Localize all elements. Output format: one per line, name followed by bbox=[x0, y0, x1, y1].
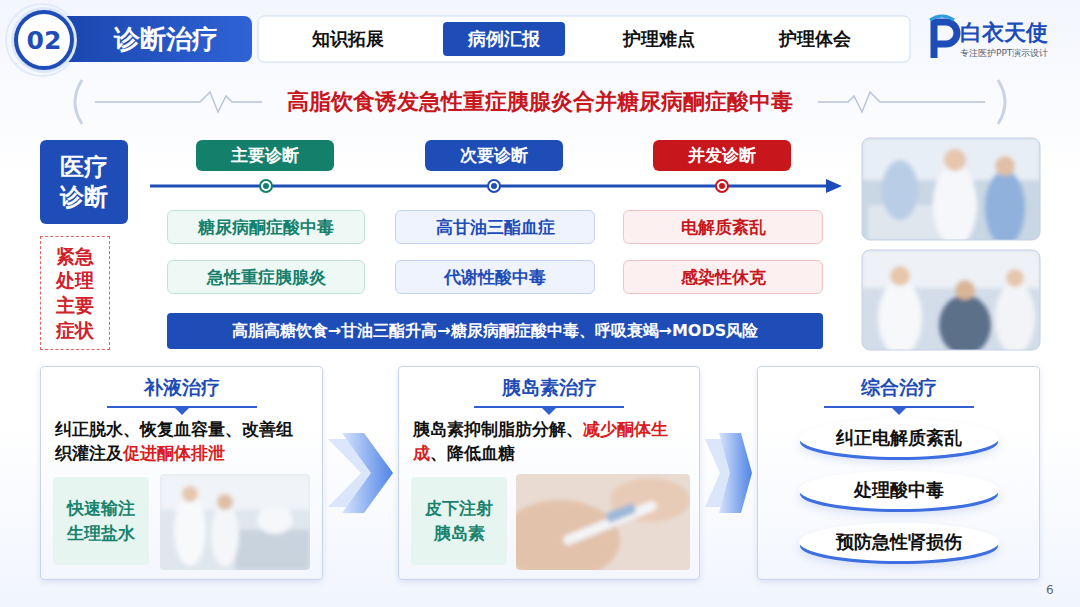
photo-frame bbox=[862, 138, 1040, 240]
pulse-line bbox=[95, 92, 262, 112]
node-text: 次要诊断 bbox=[460, 144, 528, 167]
node-text: 并发诊断 bbox=[688, 144, 756, 167]
flow-arrow bbox=[328, 433, 393, 513]
node-text: 皮下注射胰岛素 bbox=[424, 496, 494, 545]
measure-oval: 纠正电解质紊乱 bbox=[799, 419, 999, 457]
photo bbox=[862, 138, 1040, 240]
node-text: 高脂高糖饮食→甘油三酯升高→糖尿病酮症酸中毒、呼吸衰竭→MODS风险 bbox=[232, 321, 759, 342]
node-text: 紧急处理主要症状 bbox=[55, 244, 95, 343]
dashed-box: 紧急处理主要症状 bbox=[40, 236, 110, 350]
node-text: 高甘油三酯血症 bbox=[436, 216, 555, 239]
timeline-head bbox=[826, 179, 842, 193]
highlight-text: 促进酮体排泄 bbox=[123, 444, 225, 463]
node-text: 感染性休克 bbox=[681, 266, 766, 289]
method-box: 快速输注生理盐水 bbox=[53, 477, 149, 565]
panel-heading: 综合治疗 bbox=[824, 375, 974, 408]
section-tab: 诊断治疗 bbox=[58, 16, 252, 62]
panel-body: 纠正脱水、恢复血容量、改善组织灌注及促进酮体排泄 bbox=[55, 418, 308, 466]
method-box: 皮下注射胰岛素 bbox=[411, 477, 507, 565]
photo bbox=[160, 474, 310, 570]
logo-name: 白衣天使 bbox=[960, 20, 1048, 46]
page-number: 6 bbox=[1046, 583, 1054, 597]
logo-mark bbox=[934, 22, 957, 58]
photo bbox=[862, 250, 1040, 350]
treatment-panel: 综合治疗纠正电解质紊乱处理酸中毒预防急性肾损伤 bbox=[757, 366, 1040, 580]
node-text: 医疗诊断 bbox=[59, 152, 109, 212]
node-text: 诊断治疗 bbox=[114, 22, 218, 57]
node-text: 主要诊断 bbox=[231, 144, 299, 167]
section-number: 02 bbox=[14, 10, 74, 70]
measure-oval: 处理酸中毒 bbox=[799, 471, 999, 509]
node-text: 急性重症胰腺炎 bbox=[207, 266, 326, 289]
diagnosis-item: 电解质紊乱 bbox=[623, 210, 823, 244]
flow-arrow bbox=[705, 433, 752, 513]
node-text: 快速输注生理盐水 bbox=[66, 496, 136, 545]
nav-item: 护理体会 bbox=[757, 26, 873, 52]
treatment-panel: 胰岛素治疗胰岛素抑制脂肪分解、减少酮体生成、降低血糖皮下注射胰岛素 bbox=[398, 366, 700, 580]
photo bbox=[516, 474, 690, 570]
timeline-dot bbox=[260, 180, 272, 192]
photo-frame bbox=[862, 250, 1040, 350]
node-text: 糖尿病酮症酸中毒 bbox=[198, 216, 334, 239]
node-text: 预防急性肾损伤 bbox=[836, 530, 962, 554]
panel-heading: 胰岛素治疗 bbox=[474, 375, 624, 408]
timeline-dot bbox=[488, 180, 500, 192]
nav-item: 知识拓展 bbox=[290, 26, 406, 52]
timeline-dot bbox=[263, 183, 269, 189]
nav-selected: 病例汇报 bbox=[443, 22, 565, 56]
bracket bbox=[998, 80, 1005, 124]
diagnosis-item: 急性重症胰腺炎 bbox=[167, 260, 365, 294]
logo-slogan: 专注医护PPT演示设计 bbox=[960, 47, 1048, 59]
panel-body: 胰岛素抑制脂肪分解、减少酮体生成、降低血糖 bbox=[413, 418, 685, 466]
body-text: 胰岛素抑制脂肪分解、 bbox=[413, 420, 583, 439]
chevron-arrow bbox=[342, 433, 393, 513]
pulse-line bbox=[818, 92, 985, 112]
measure-oval: 预防急性肾损伤 bbox=[799, 523, 999, 561]
timeline-dot bbox=[491, 183, 497, 189]
node-text: 代谢性酸中毒 bbox=[444, 266, 546, 289]
chevron-arrow bbox=[719, 433, 752, 513]
diagnosis-header: 主要诊断 bbox=[196, 140, 334, 171]
diagnosis-item: 感染性休克 bbox=[623, 260, 823, 294]
node-text: 病例汇报 bbox=[468, 27, 540, 51]
panel-heading: 补液治疗 bbox=[107, 375, 257, 408]
flow-bar: 高脂高糖饮食→甘油三酯升高→糖尿病酮症酸中毒、呼吸衰竭→MODS风险 bbox=[167, 313, 823, 349]
timeline-dot bbox=[719, 183, 725, 189]
category-box: 医疗诊断 bbox=[40, 140, 128, 224]
nav-bar bbox=[258, 16, 910, 62]
logo-cap bbox=[930, 16, 954, 20]
body-text: 、降低血糖 bbox=[430, 444, 515, 463]
node-text: 02 bbox=[27, 26, 62, 55]
node-text: 纠正电解质紊乱 bbox=[836, 426, 962, 450]
diagnosis-header: 并发诊断 bbox=[653, 140, 791, 171]
slide-title: 高脂饮食诱发急性重症胰腺炎合并糖尿病酮症酸中毒 bbox=[0, 88, 1080, 116]
bracket bbox=[75, 80, 82, 124]
diagnosis-header: 次要诊断 bbox=[425, 140, 563, 171]
nav-item: 护理难点 bbox=[601, 26, 717, 52]
diagnosis-item: 代谢性酸中毒 bbox=[395, 260, 595, 294]
diagnosis-item: 糖尿病酮症酸中毒 bbox=[167, 210, 365, 244]
ring-decoration bbox=[6, 4, 78, 76]
timeline-dot bbox=[716, 180, 728, 192]
node-text: 处理酸中毒 bbox=[854, 478, 944, 502]
diagnosis-item: 高甘油三酯血症 bbox=[395, 210, 595, 244]
treatment-panel: 补液治疗纠正脱水、恢复血容量、改善组织灌注及促进酮体排泄快速输注生理盐水 bbox=[40, 366, 323, 580]
node-text: 电解质紊乱 bbox=[681, 216, 766, 239]
